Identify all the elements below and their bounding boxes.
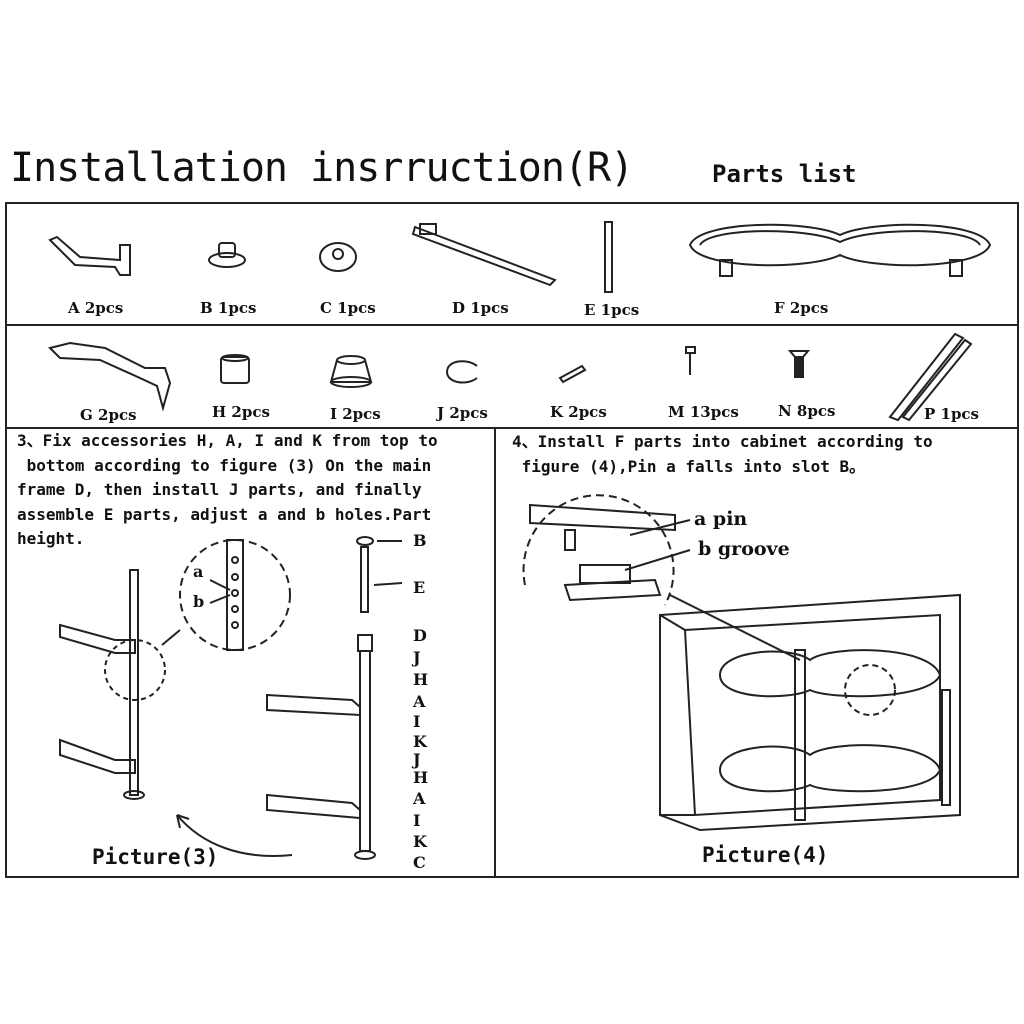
page-title: Installation insrruction(R) <box>10 145 634 191</box>
part-c-icon <box>319 242 357 272</box>
part-label-k: K 2pcs <box>550 403 607 421</box>
part-label-m: M 13pcs <box>668 403 739 421</box>
picture-3-caption: Picture(3) <box>92 845 219 869</box>
cabinet-illustration <box>659 593 961 832</box>
picture-4-caption: Picture(4) <box>702 843 829 867</box>
pin-groove-detail-callout <box>522 494 691 606</box>
part-label-f: F 2pcs <box>774 299 829 317</box>
step-4-instructions: 4、Install F parts into cabinet according… <box>512 432 933 476</box>
part-g-icon <box>48 341 172 412</box>
callout-label: K <box>413 832 427 851</box>
callout-label: C <box>413 853 426 872</box>
part-m-screw-icon <box>685 346 696 375</box>
part-label-i: I 2pcs <box>330 405 381 423</box>
callout-label: E <box>413 578 426 597</box>
part-n-screw-icon <box>787 350 811 378</box>
part-label-j: J 2pcs <box>437 404 488 422</box>
part-label-b: B 1pcs <box>200 299 257 317</box>
hole-b-label: b <box>193 592 205 611</box>
part-e-icon <box>604 221 613 293</box>
part-label-a: A 2pcs <box>68 299 124 317</box>
callout-label: H <box>413 768 429 787</box>
part-label-p: P 1pcs <box>924 405 980 423</box>
part-h-icon <box>220 354 250 384</box>
part-label-e: E 1pcs <box>584 301 640 319</box>
pin-label: a pin <box>694 508 748 530</box>
callout-label: J <box>413 750 421 769</box>
callout-label: J <box>413 648 421 667</box>
callout-label: I <box>413 811 421 830</box>
divider <box>494 427 496 878</box>
part-f-icon <box>688 223 992 277</box>
callout-label: K <box>413 732 427 751</box>
part-d-icon <box>411 223 557 287</box>
exploded-column-illustration <box>266 536 403 860</box>
part-label-h: H 2pcs <box>212 403 270 421</box>
part-label-n: N 8pcs <box>778 402 836 420</box>
part-p-icon <box>888 332 973 422</box>
callout-label: D <box>413 626 427 645</box>
groove-label: b groove <box>698 538 790 560</box>
part-b-icon <box>208 242 246 268</box>
part-a-icon <box>48 235 131 276</box>
hole-a-label: a <box>193 562 204 581</box>
parts-list-heading: Parts list <box>712 160 857 188</box>
hole-detail-callout <box>161 539 291 651</box>
divider <box>5 427 1019 429</box>
instruction-frame <box>5 202 1019 878</box>
callout-label: A <box>413 789 426 808</box>
callout-label: I <box>413 712 421 731</box>
part-label-g: G 2pcs <box>80 406 137 424</box>
part-j-icon <box>445 360 478 384</box>
callout-label: A <box>413 692 426 711</box>
callout-label: H <box>413 670 429 689</box>
step-3-instructions: 3、Fix accessories H, A, I and K from top… <box>17 431 438 548</box>
curved-arrow-icon <box>176 814 293 857</box>
part-k-icon <box>558 364 587 384</box>
part-i-icon <box>329 355 373 388</box>
divider <box>5 324 1019 326</box>
assembled-column-illustration <box>59 569 166 800</box>
part-label-d: D 1pcs <box>452 299 509 317</box>
part-label-c: C 1pcs <box>320 299 376 317</box>
callout-label: B <box>413 531 427 550</box>
